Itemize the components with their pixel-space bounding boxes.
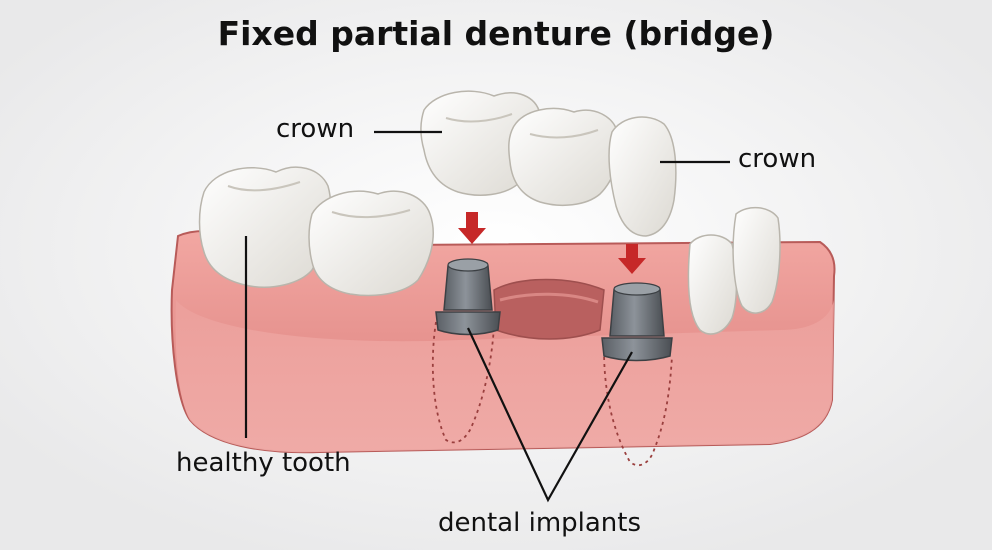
label-dental-implants: dental implants: [438, 508, 642, 538]
bridge-crowns: [420, 90, 677, 237]
healthy-premolars: [687, 206, 781, 335]
diagram-title: Fixed partial denture (bridge): [217, 14, 775, 53]
healthy-molars: [198, 166, 434, 297]
arrow-left-icon: [458, 212, 486, 244]
leader-dental-implants: [467, 327, 633, 503]
implant-abutments: [435, 258, 673, 362]
implant-roots: [431, 321, 673, 467]
label-crown-right: crown: [738, 144, 817, 174]
label-crown-left: crown: [276, 114, 355, 144]
placement-arrows: [458, 212, 646, 274]
arrow-right-icon: [618, 244, 646, 274]
label-healthy-tooth: healthy tooth: [176, 448, 351, 478]
leader-lines: [244, 130, 730, 503]
